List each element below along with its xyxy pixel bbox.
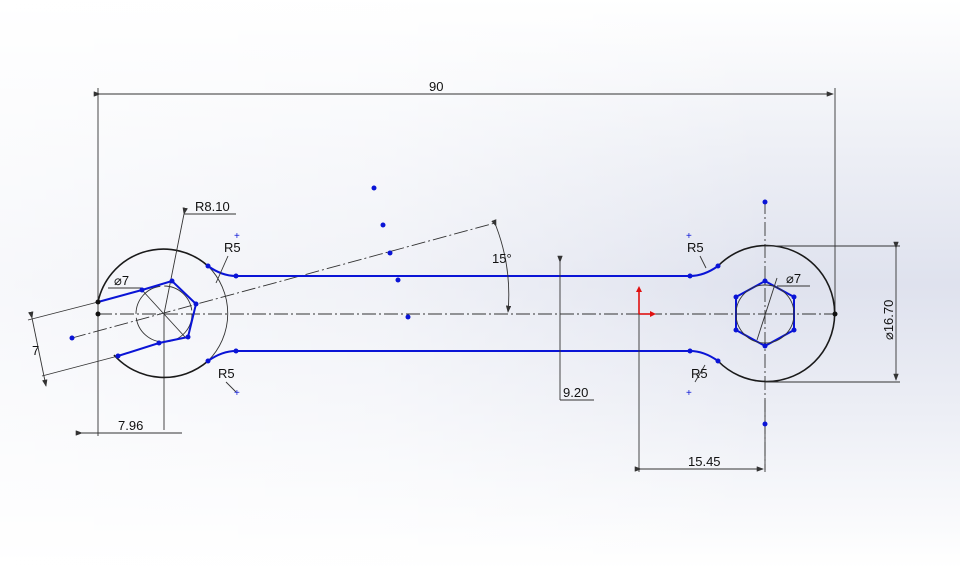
angled-centerline <box>71 222 496 339</box>
origin-axes-icon <box>636 286 656 317</box>
sketch-points[interactable] <box>69 185 838 427</box>
dimension-left-offset[interactable]: 7.96 <box>75 314 182 436</box>
dimension-text: R5 <box>691 366 708 381</box>
right-hole-diameter-line <box>756 277 778 341</box>
left-head-arc-top[interactable] <box>97 248 209 303</box>
dimension-right-offset[interactable]: 15.45 <box>634 314 766 472</box>
dimension-handle-width[interactable]: 9.20 <box>557 255 594 401</box>
dimension-text: 15° <box>492 251 512 266</box>
dimension-right-fillet-bottom[interactable]: R5 + <box>686 364 708 399</box>
dimension-right-outer-dia[interactable]: ⌀16.70 <box>765 241 900 383</box>
dimension-text: ⌀7 <box>786 271 801 286</box>
dimension-overall-length[interactable]: 90 <box>93 79 836 314</box>
dimension-text: 15.45 <box>688 454 721 469</box>
right-hole-circle[interactable] <box>735 284 795 344</box>
fillet-center-mark: + <box>686 231 692 242</box>
left-hole-circle[interactable] <box>135 285 193 343</box>
dimension-handle-angle[interactable]: 15° <box>491 219 512 313</box>
handle-bottom-edge[interactable] <box>207 350 719 362</box>
fillet-center-mark: + <box>686 388 692 399</box>
dimension-text: 7 <box>32 343 39 358</box>
dimension-left-fillet-bottom[interactable]: R5 + <box>218 366 240 399</box>
left-head-arc-bottom[interactable] <box>113 354 209 379</box>
fillet-center-mark: + <box>234 388 240 399</box>
dimension-left-jaw-width[interactable]: 7 <box>27 301 119 387</box>
dimension-text: R8.10 <box>195 199 230 214</box>
dimension-text: R5 <box>224 240 241 255</box>
dimension-text: 90 <box>429 79 443 94</box>
dimension-left-hole-dia[interactable]: ⌀7 <box>108 273 142 289</box>
dimension-text: 7.96 <box>118 418 143 433</box>
dimension-left-fillet-top[interactable]: R5 + <box>215 231 241 284</box>
left-head-construction-arc <box>207 265 229 362</box>
dimension-text: R5 <box>218 366 235 381</box>
dimension-text: 9.20 <box>563 385 588 400</box>
dimension-right-hole-dia[interactable]: ⌀7 <box>777 271 810 287</box>
dimension-text: R5 <box>687 240 704 255</box>
fillet-center-mark: + <box>234 231 240 242</box>
dimension-right-fillet-top[interactable]: R5 + <box>686 231 707 269</box>
dimension-text: ⌀7 <box>114 273 129 288</box>
dimension-text: ⌀16.70 <box>881 300 896 340</box>
dimension-left-outer-radius[interactable]: R8.10 <box>163 199 236 315</box>
handle-top-edge[interactable] <box>207 265 719 277</box>
left-hole-diameter-line <box>141 289 186 338</box>
